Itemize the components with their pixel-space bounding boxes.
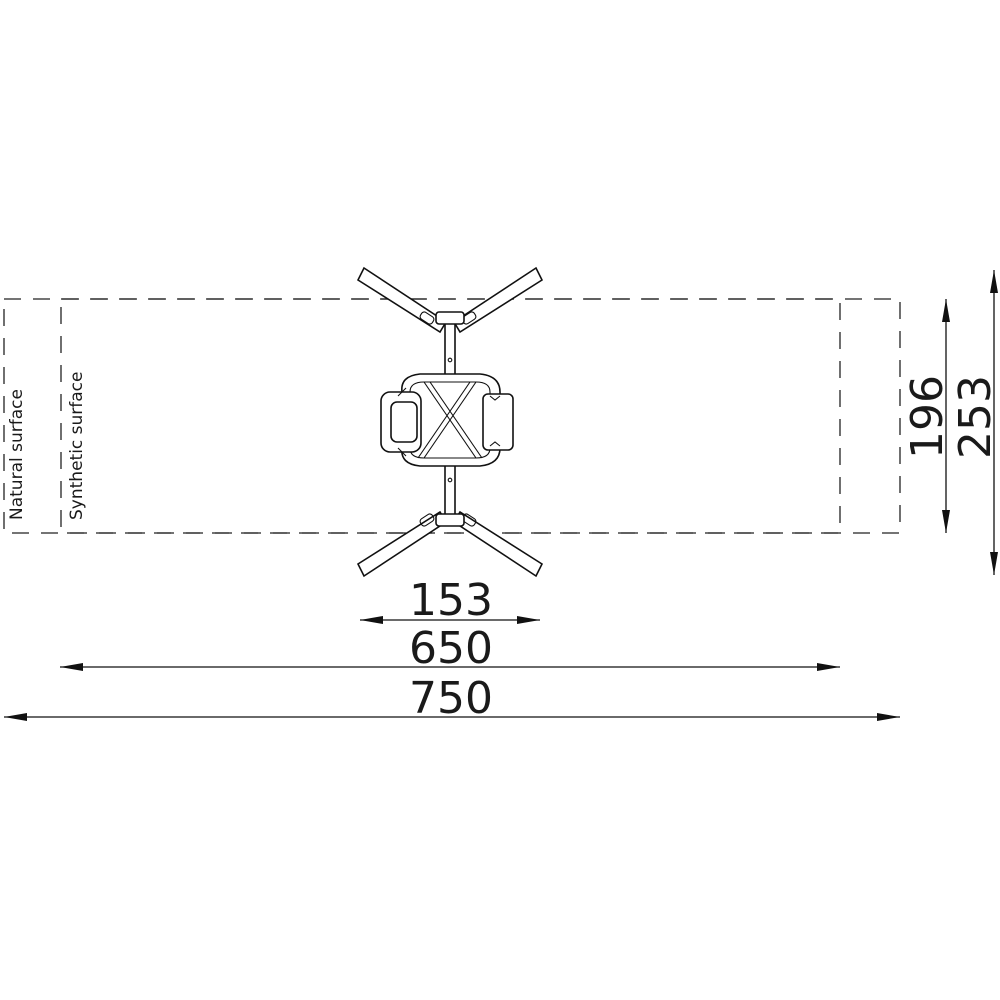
synthetic-surface-zone bbox=[60, 298, 841, 534]
dim-synthetic-length: 650 bbox=[60, 623, 840, 674]
natural-surface-label: Natural surface bbox=[7, 389, 27, 520]
leg-bottom-left bbox=[356, 510, 448, 578]
dim-natural-length: 750 bbox=[4, 673, 900, 724]
dim-synthetic-depth: 196 bbox=[902, 299, 953, 533]
dim-153-label: 153 bbox=[409, 575, 493, 626]
dim-750-label: 750 bbox=[409, 673, 493, 724]
seesaw-equipment bbox=[356, 266, 544, 578]
seat-left bbox=[380, 387, 422, 457]
leg-bottom-right bbox=[452, 510, 544, 578]
dim-natural-depth: 253 bbox=[950, 270, 1000, 575]
dim-equipment-width: 153 bbox=[360, 575, 540, 626]
dim-253-label: 253 bbox=[950, 375, 1000, 459]
leg-top-right bbox=[452, 266, 544, 334]
synthetic-surface-label: Synthetic surface bbox=[67, 372, 87, 521]
seat-right bbox=[482, 393, 514, 451]
leg-top-left bbox=[356, 266, 448, 334]
dim-650-label: 650 bbox=[409, 623, 493, 674]
dim-196-label: 196 bbox=[902, 375, 953, 459]
